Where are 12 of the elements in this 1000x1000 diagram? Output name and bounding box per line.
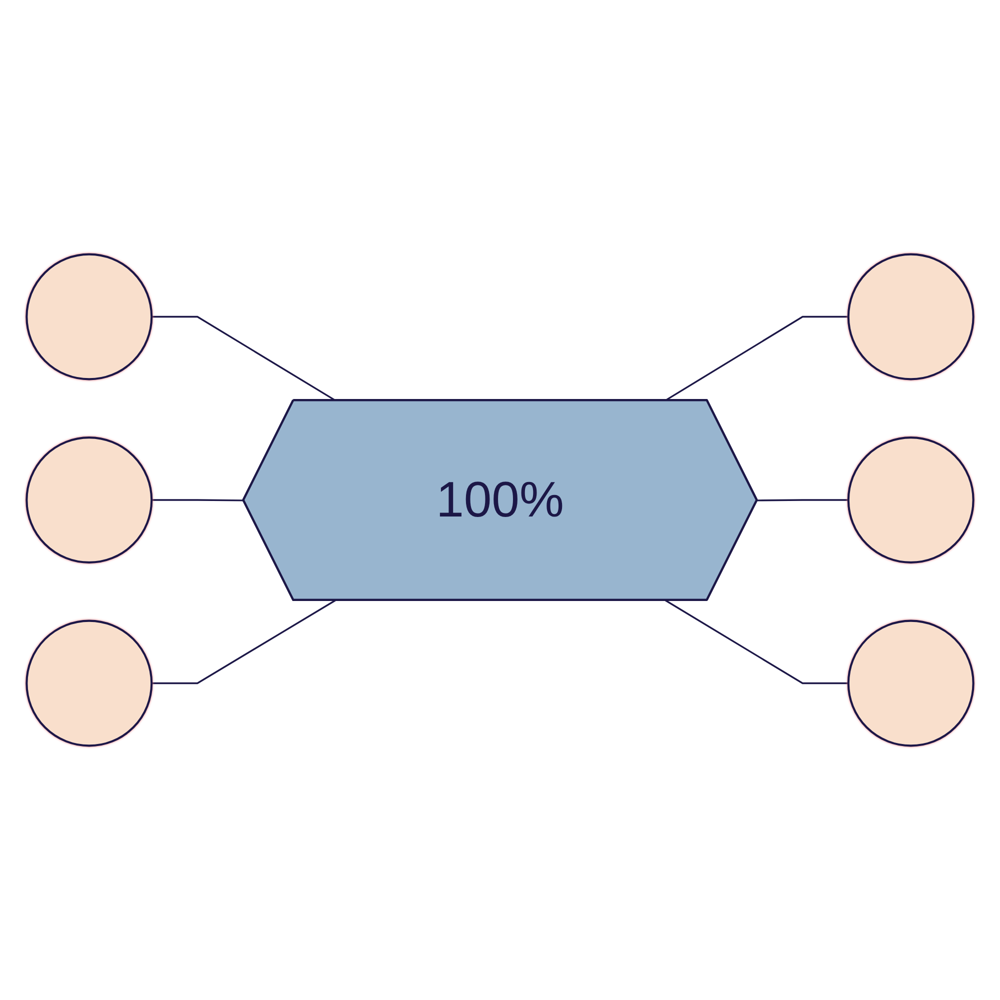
connector — [152, 499, 244, 502]
connector — [152, 316, 336, 402]
connector — [757, 499, 848, 502]
connector — [665, 600, 848, 684]
connector — [665, 316, 848, 402]
node-circle — [26, 436, 153, 564]
connector — [152, 600, 336, 684]
node-circle — [26, 253, 153, 380]
node-circle — [26, 620, 153, 747]
node-circle — [847, 620, 974, 747]
node-circle — [847, 253, 974, 380]
node-circle — [847, 436, 974, 564]
